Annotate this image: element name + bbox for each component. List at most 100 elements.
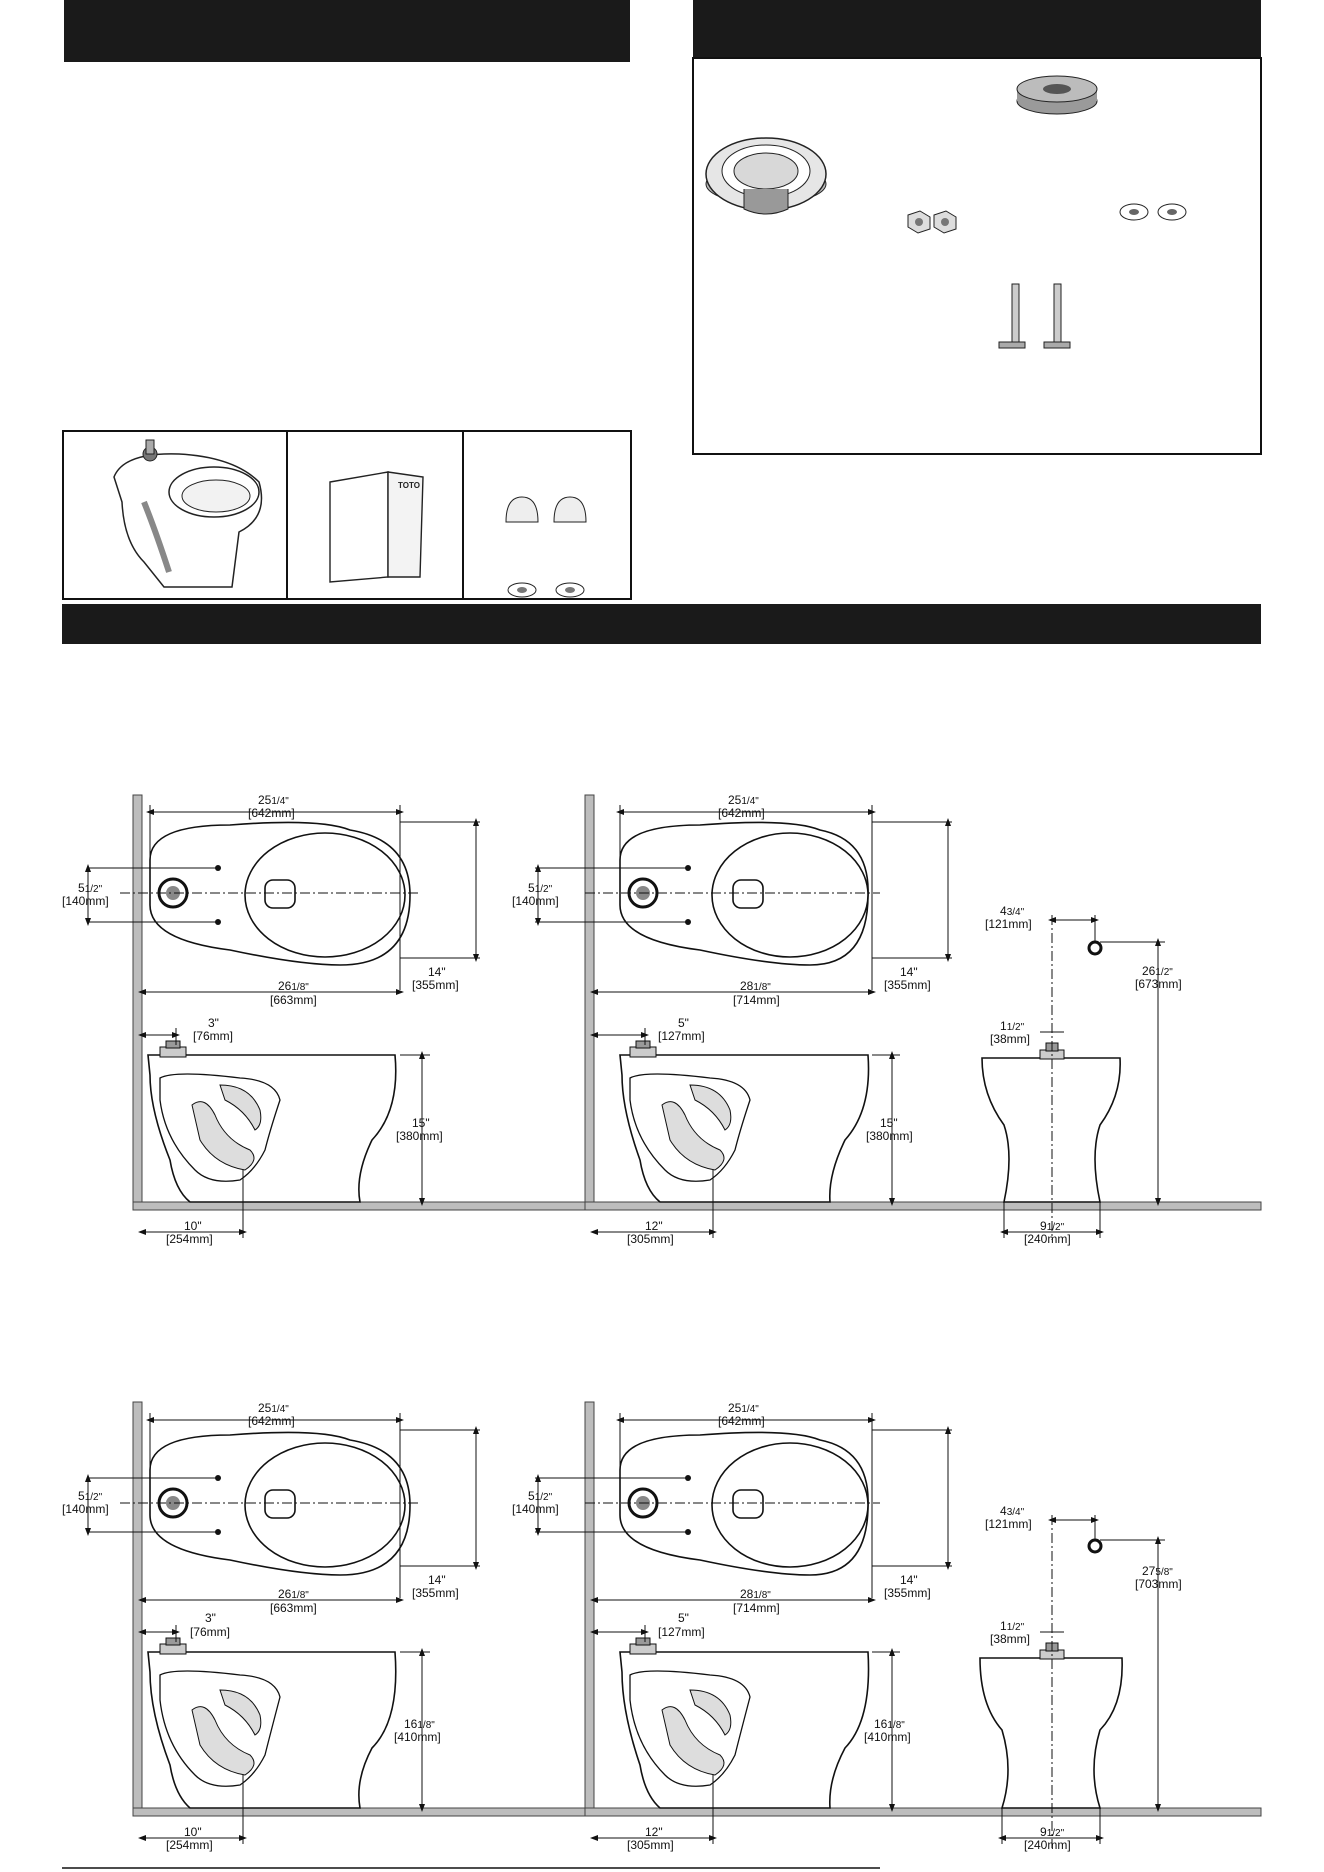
wall-left-1 — [132, 794, 143, 1210]
d6-top-frac: 3/4" — [1007, 1507, 1025, 1518]
d5-length-frac: 1/8" — [753, 1590, 771, 1601]
diagram5-top-view — [585, 1431, 880, 1576]
d2-bolt-spacing: 51/2" — [528, 881, 553, 895]
d4-depth: 14" — [428, 1573, 446, 1587]
d5-length-mm: [714mm] — [733, 1601, 780, 1615]
d2-rough-mm: [127mm] — [658, 1029, 705, 1043]
d4-width-top-int: 25 — [258, 1401, 272, 1415]
d1-rough: 3" — [208, 1016, 219, 1030]
d1-width-top: 251/4" — [258, 793, 289, 807]
d2-bolt-mm: [140mm] — [512, 894, 559, 908]
d4-length: 261/8" — [278, 1587, 309, 1601]
diagram3-front-view — [981, 940, 1121, 1203]
d5-height-int: 16 — [874, 1717, 888, 1731]
d4-length-int: 26 — [278, 1587, 292, 1601]
manual-illustration: TOTO — [329, 471, 424, 583]
d6-top-mm: [121mm] — [985, 1517, 1032, 1531]
d1-length-int: 26 — [278, 979, 292, 993]
section-bar-middle — [62, 604, 1261, 644]
included-items-box: TOTO — [62, 430, 632, 600]
d4-width-top-frac: 1/4" — [271, 1404, 289, 1415]
d1-bolt-spacing: 51/2" — [78, 881, 103, 895]
d4-width-top-mm: [642mm] — [248, 1414, 295, 1428]
d2-depth: 14" — [900, 965, 918, 979]
d5-rough-mm: [127mm] — [658, 1625, 705, 1639]
d4-height-mm: [410mm] — [394, 1730, 441, 1744]
d2-bolt-frac: 1/2" — [535, 884, 553, 895]
d5-bolt-frac: 1/2" — [535, 1492, 553, 1503]
d1-bottom: 10" — [184, 1219, 202, 1233]
wax-ring-icon — [1016, 75, 1098, 115]
d1-bolt-frac: 1/2" — [85, 884, 103, 895]
diagram5-side-view — [619, 1637, 870, 1809]
diagram2-top-view — [585, 821, 880, 966]
d4-height: 161/8" — [404, 1717, 435, 1731]
d2-width-top-frac: 1/4" — [741, 796, 759, 807]
d2-length-frac: 1/8" — [753, 982, 771, 993]
d3-top-mm: [121mm] — [985, 917, 1032, 931]
d1-bolt-int: 5 — [78, 881, 85, 895]
d6-height: 275/8" — [1142, 1564, 1173, 1578]
d6-base-frac: 1/2" — [1047, 1828, 1065, 1839]
d4-rough: 3" — [205, 1611, 216, 1625]
d4-bottom-mm: [254mm] — [166, 1838, 213, 1852]
cell-manual: TOTO — [288, 432, 464, 598]
d5-width-top-int: 25 — [728, 1401, 742, 1415]
d6-top-int: 4 — [1000, 1504, 1007, 1518]
d2-depth-mm: [355mm] — [884, 978, 931, 992]
diagram6-front-view — [979, 1538, 1123, 1809]
d3-base-int: 9 — [1040, 1219, 1047, 1233]
d2-bolt-int: 5 — [528, 881, 535, 895]
toilet-bowl-illustration — [113, 439, 263, 588]
d6-spud-frac: 1/2" — [1007, 1622, 1025, 1633]
wall-left-3 — [132, 1401, 143, 1817]
d3-top: 43/4" — [1000, 904, 1025, 918]
d3-base-mm: [240mm] — [1024, 1232, 1071, 1246]
d5-width-top: 251/4" — [728, 1401, 759, 1415]
d5-depth-mm: [355mm] — [884, 1586, 931, 1600]
d6-top: 43/4" — [1000, 1504, 1025, 1518]
d1-rough-mm: [76mm] — [193, 1029, 233, 1043]
d4-length-frac: 1/8" — [291, 1590, 309, 1601]
d3-top-int: 4 — [1000, 904, 1007, 918]
cell-caps — [464, 432, 630, 598]
d6-height-frac: 5/8" — [1155, 1567, 1173, 1578]
d1-depth: 14" — [428, 965, 446, 979]
d1-depth-mm: [355mm] — [412, 978, 459, 992]
d3-height: 261/2" — [1142, 964, 1173, 978]
d4-width-top: 251/4" — [258, 1401, 289, 1415]
d3-height-int: 26 — [1142, 964, 1156, 978]
d1-length-frac: 1/8" — [291, 982, 309, 993]
d1-length-mm: [663mm] — [270, 993, 317, 1007]
d5-width-top-frac: 1/4" — [741, 1404, 759, 1415]
floor-2 — [584, 1201, 1262, 1211]
d6-spud-mm: [38mm] — [990, 1632, 1030, 1646]
d5-height-mm: [410mm] — [864, 1730, 911, 1744]
header-bar-right — [693, 0, 1261, 58]
d5-bottom-mm: [305mm] — [627, 1838, 674, 1852]
d3-height-mm: [673mm] — [1135, 977, 1182, 991]
d5-length-int: 28 — [740, 1587, 754, 1601]
floor-4 — [584, 1807, 1262, 1817]
d3-top-frac: 3/4" — [1007, 907, 1025, 918]
d2-width-top: 251/4" — [728, 793, 759, 807]
diagram2-side-view — [619, 1040, 870, 1203]
d6-base-mm: [240mm] — [1024, 1838, 1071, 1852]
d1-height-mm: [380mm] — [396, 1129, 443, 1143]
d5-length: 281/8" — [740, 1587, 771, 1601]
d2-height: 15" — [880, 1116, 898, 1130]
d4-bolt-frac: 1/2" — [85, 1492, 103, 1503]
parts-box — [692, 57, 1262, 455]
d4-rough-mm: [76mm] — [190, 1625, 230, 1639]
d5-depth: 14" — [900, 1573, 918, 1587]
d2-width-top-mm: [642mm] — [718, 806, 765, 820]
nut-icon — [907, 210, 957, 234]
bolt-icon — [998, 283, 1071, 349]
d5-bolt-int: 5 — [528, 1489, 535, 1503]
d5-bolt-mm: [140mm] — [512, 1502, 559, 1516]
d4-bolt-mm: [140mm] — [62, 1502, 109, 1516]
d1-bolt-mm: [140mm] — [62, 894, 109, 908]
d2-length-mm: [714mm] — [733, 993, 780, 1007]
d4-depth-mm: [355mm] — [412, 1586, 459, 1600]
diagram4-top-view — [120, 1431, 420, 1576]
